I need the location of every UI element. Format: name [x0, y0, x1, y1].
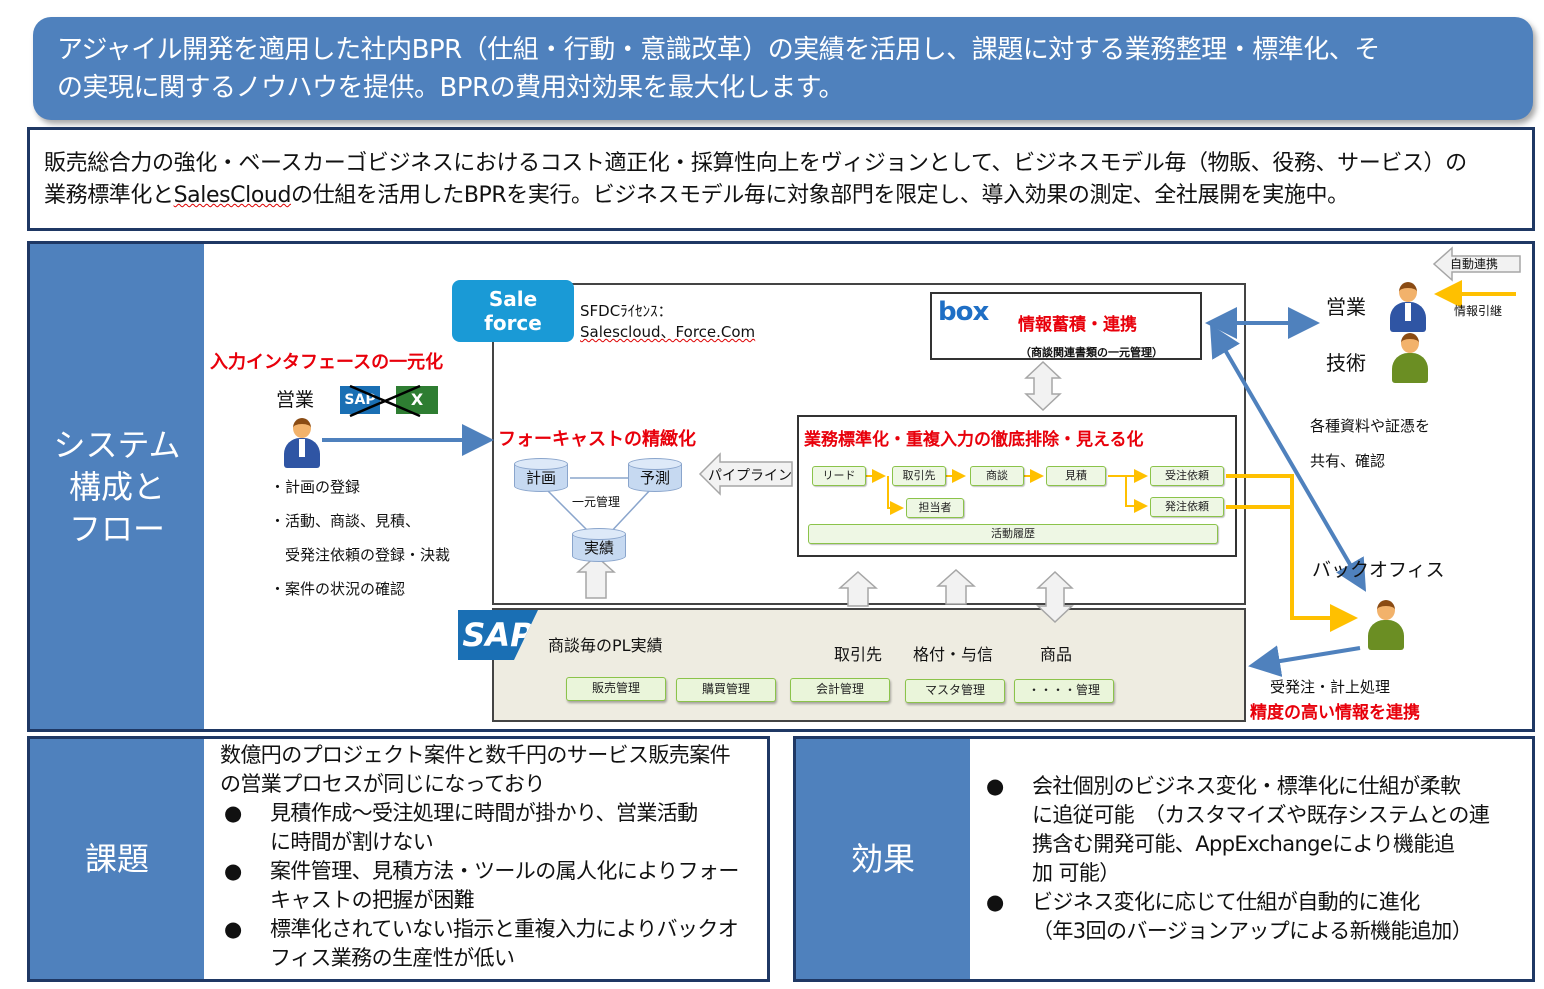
kadai-content: 数億円のプロジェクト案件と数千円のサービス販売案件 の営業プロセスが同じになって…	[220, 741, 760, 973]
activity-history-object: 活動履歴	[808, 524, 1218, 544]
actual-database-icon: 実績	[572, 528, 626, 564]
kouka-bullet-text: 加 可能）	[1032, 861, 1120, 885]
sfdc-license-line: SFDCﾗｲｾﾝｽ：	[580, 302, 673, 320]
salesforce-logo-text: force	[484, 311, 542, 335]
auto-link-label: 自動連携	[1450, 257, 1499, 271]
sap-module-master: マスタ管理	[905, 679, 1005, 703]
info-pull-label: 情報引継	[1454, 304, 1503, 318]
sap-pl-label: 商談毎のPL実績	[548, 636, 663, 655]
sap-module-accounting: 会計管理	[790, 678, 890, 702]
eigyo-label: 営業	[276, 389, 315, 411]
sap-product-label: 商品	[1040, 645, 1073, 664]
bullet-dot: ●	[224, 917, 242, 941]
accurate-info-label: 精度の高い情報を連携	[1250, 703, 1420, 723]
vision-box: 販売総合力の強化・ベースカーゴビジネスにおけるコスト適正化・採算性向上をヴィジョ…	[27, 127, 1535, 231]
share-line: 共有、確認	[1310, 452, 1386, 470]
kadai-bullet: ● 標準化されていない指示と重複入力によりバックオフィス業務の生産性が低い	[220, 915, 760, 973]
sales-user-icon	[282, 418, 322, 470]
kouka-bullet: ● 会社個別のビジネス変化・標準化に仕組が柔軟 に追従可能 （カスタマイズや既存…	[982, 772, 1527, 888]
kadai-bullet: ● 案件管理、見積方法・ツールの属人化によりフォーキャストの把握が困難	[220, 857, 760, 915]
right-tech-label: 技術	[1326, 351, 1366, 375]
pipeline-label: パイプライン	[708, 468, 792, 484]
kadai-bullet-text: 見積作成～受注処理に時間が掛かり、営業活動	[270, 801, 698, 825]
share-line: 各種資料や証憑を	[1310, 417, 1431, 435]
kadai-bullet-text: フィス業務の生産性が低い	[270, 946, 515, 970]
salesforce-logo: Sale force	[452, 280, 574, 342]
sales-staff-icon	[1388, 282, 1428, 334]
kouka-bullet-text: ビジネス変化に応じて仕組が自動的に進化	[1032, 890, 1420, 914]
backoffice-label: バックオフィス	[1312, 559, 1445, 581]
header-line-2: の実現に関するノウハウを提供。BPRの費用対効果を最大化します。	[57, 73, 844, 103]
sap-account-label: 取引先	[834, 645, 883, 664]
plan-label: 計画	[525, 469, 556, 487]
forecast-database-icon: 予測	[628, 458, 682, 494]
bullet-dot: ●	[224, 801, 242, 825]
kouka-content: ● 会社個別のビジネス変化・標準化に仕組が柔軟 に追従可能 （カスタマイズや既存…	[982, 772, 1527, 946]
sap-rating-label: 格付・与信	[913, 645, 994, 664]
kadai-bullet-text: 標準化されていない指示と重複入力によりバックオ	[270, 917, 739, 941]
kadai-bullet-text: に時間が割けない	[270, 830, 434, 854]
forecast-label: 予測	[639, 469, 670, 487]
kadai-label: 課題	[30, 739, 204, 979]
cross-out-icon	[349, 384, 421, 418]
kouka-bullet: ● ビジネス変化に応じて仕組が自動的に進化 （年3回のバージョンアップによる新機…	[982, 888, 1527, 946]
order-request-object: 受注依頼	[1150, 466, 1224, 486]
box-title: 情報蓄積・連携	[1018, 315, 1137, 335]
forecast-title: フォーキャストの精緻化	[498, 429, 696, 450]
kadai-bullet-text: 案件管理、見積方法・ツールの属人化によりフォー	[270, 859, 739, 883]
box-storage-box	[930, 292, 1202, 360]
purchase-request-object: 発注依頼	[1150, 497, 1224, 517]
box-logo: box	[938, 297, 989, 327]
tech-staff-icon	[1390, 333, 1430, 385]
input-item: 受発注依頼の登録・決裁	[270, 546, 451, 564]
vision-line-1: 販売総合力の強化・ベースカーゴビジネスにおけるコスト適正化・採算性向上をヴィジョ…	[44, 151, 1467, 176]
actual-label: 実績	[583, 539, 614, 557]
input-item: ・案件の状況の確認	[270, 580, 406, 598]
box-subtitle: （商談関連書類の一元管理）	[1020, 346, 1163, 359]
order-processing-label: 受発注・計上処理	[1270, 678, 1391, 696]
sap-module-other: ・・・・管理	[1014, 679, 1114, 703]
kadai-bullet: ● 見積作成～受注処理に時間が掛かり、営業活動に時間が割けない	[220, 799, 760, 857]
sap-module-sales: 販売管理	[566, 677, 666, 701]
salescloud-term: SalesCloud	[173, 183, 292, 208]
sap-platform-box	[492, 608, 1246, 722]
kadai-intro: の営業プロセスが同じになっており	[220, 772, 545, 796]
vision-line-2: 業務標準化とSalesCloudの仕組を活用したBPRを実行。ビジネスモデル毎に…	[44, 180, 1518, 212]
sfdc-license-label: SFDCﾗｲｾﾝｽ： Salescloud、Force.Com	[580, 301, 755, 343]
input-item: ・計画の登録	[270, 478, 361, 496]
vision-text: 業務標準化と	[44, 183, 174, 208]
sap-module-purchasing: 購買管理	[676, 678, 776, 702]
bullet-dot: ●	[986, 774, 1004, 798]
input-interface-title: 入力インタフェースの一元化	[210, 352, 444, 373]
kadai-bullet-text: キャストの把握が困難	[270, 888, 475, 912]
quote-object: 見積	[1046, 466, 1106, 486]
salesforce-logo-text: Sale	[488, 287, 538, 311]
vision-text: の仕組を活用したBPRを実行。ビジネスモデル毎に対象部門を限定し、導入効果の測定…	[291, 183, 1349, 208]
bullet-dot: ●	[224, 859, 242, 883]
contact-object: 担当者	[906, 498, 964, 518]
kouka-label: 効果	[796, 739, 970, 979]
right-sales-label: 営業	[1326, 295, 1366, 319]
opportunity-object: 商談	[970, 466, 1024, 486]
share-docs-label: 各種資料や証憑を 共有、確認	[1310, 409, 1430, 479]
input-items-list: ・計画の登録 ・活動、商談、見積、 受発注依頼の登録・決裁 ・案件の状況の確認	[270, 470, 450, 606]
plan-database-icon: 計画	[514, 458, 568, 494]
lead-object: リード	[812, 466, 866, 486]
bullet-dot: ●	[986, 890, 1004, 914]
input-item: ・活動、商談、見積、	[270, 512, 421, 530]
kadai-intro: 数億円のプロジェクト案件と数千円のサービス販売案件	[220, 743, 731, 767]
business-process-title: 業務標準化・重複入力の徹底排除・見える化	[804, 430, 1144, 450]
system-label: システム 構成と フロー	[30, 244, 204, 729]
kouka-bullet-text: （年3回のバージョンアップによる新機能追加）	[1032, 919, 1473, 943]
header-banner: アジャイル開発を適用した社内BPR（仕組・行動・意識改革）の実績を活用し、課題に…	[33, 17, 1533, 120]
kouka-bullet-text: 携含む開発可能、AppExchangeにより機能追	[1032, 832, 1455, 856]
kouka-bullet-text: 会社個別のビジネス変化・標準化に仕組が柔軟	[1032, 774, 1461, 798]
account-object: 取引先	[892, 466, 946, 486]
sfdc-license-products: Salescloud、Force.Com	[580, 323, 756, 341]
kouka-bullet-text: に追従可能 （カスタマイズや既存システムとの連	[1032, 803, 1490, 827]
header-line-1: アジャイル開発を適用した社内BPR（仕組・行動・意識改革）の実績を活用し、課題に…	[57, 35, 1380, 65]
backoffice-staff-icon	[1366, 600, 1406, 652]
unified-management-label: 一元管理	[572, 495, 621, 509]
